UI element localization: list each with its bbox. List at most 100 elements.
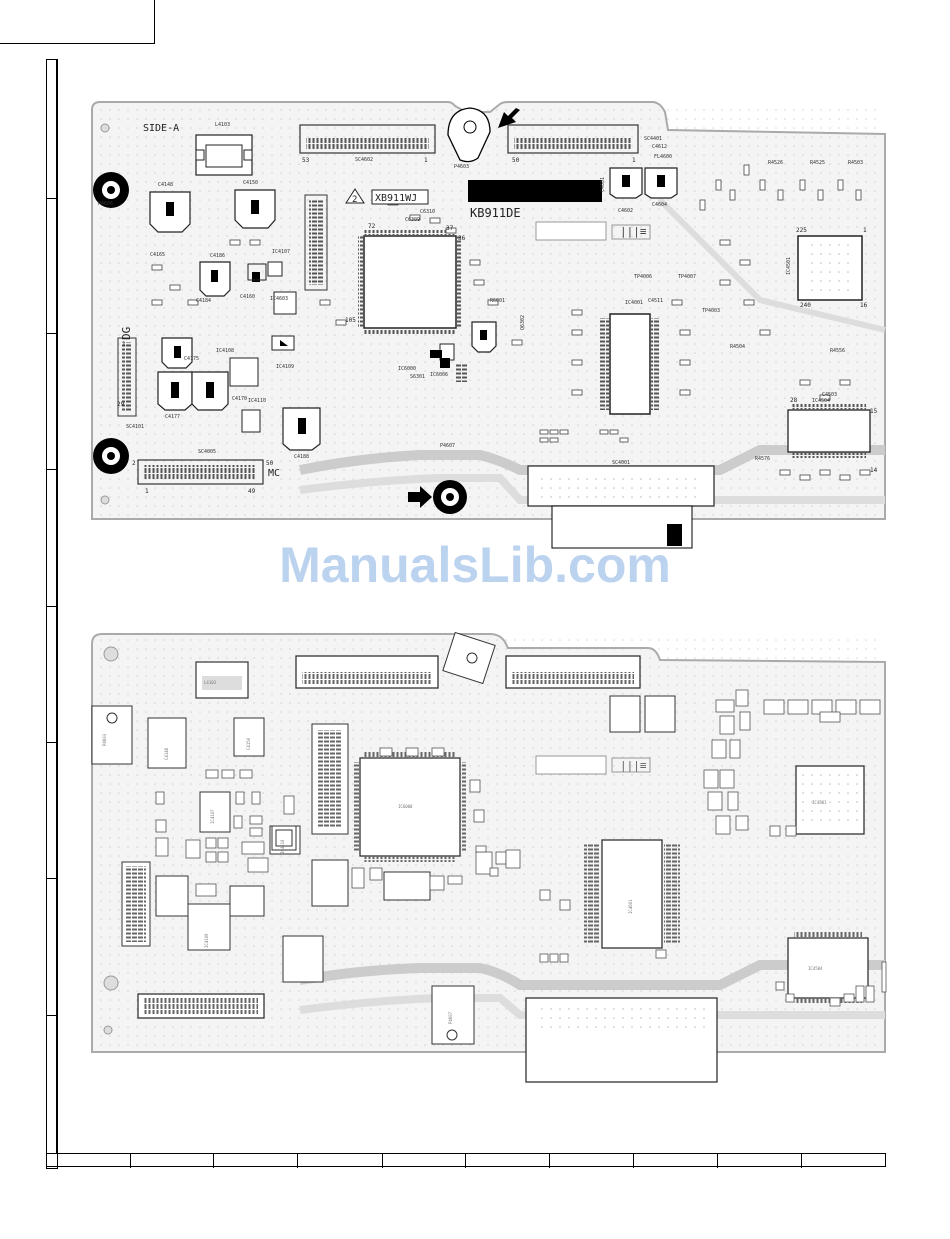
svg-text:C4165: C4165 xyxy=(150,252,165,258)
svg-text:50: 50 xyxy=(512,157,520,164)
row-tick xyxy=(46,878,56,879)
svg-text:|||≡: |||≡ xyxy=(620,225,647,238)
row-tick xyxy=(46,198,56,199)
svg-text:53: 53 xyxy=(302,157,310,164)
svg-text:P4603: P4603 xyxy=(102,733,107,746)
svg-text:C4150: C4150 xyxy=(243,180,258,186)
svg-text:C4150: C4150 xyxy=(246,737,251,750)
svg-text:SC4602: SC4602 xyxy=(355,157,373,163)
watermark: ManualsLib.com xyxy=(279,537,671,593)
svg-text:Q6302: Q6302 xyxy=(520,315,526,330)
page-corner-box xyxy=(0,0,155,44)
svg-text:L4103: L4103 xyxy=(215,122,230,128)
svg-text:|||≡: |||≡ xyxy=(620,759,647,772)
row-tick xyxy=(46,1015,56,1016)
svg-text:IC6006: IC6006 xyxy=(430,372,448,378)
svg-text:R4525: R4525 xyxy=(810,160,825,166)
svg-text:C4511: C4511 xyxy=(648,298,663,304)
svg-text:R4556: R4556 xyxy=(830,348,845,354)
svg-text:SC4401: SC4401 xyxy=(644,136,662,142)
svg-text:1: 1 xyxy=(424,157,428,164)
svg-text:105: 105 xyxy=(345,317,356,324)
row-tick xyxy=(46,333,56,334)
svg-text:15: 15 xyxy=(870,408,878,415)
svg-text:L4103: L4103 xyxy=(204,680,217,685)
row-tick xyxy=(46,606,56,607)
svg-text:IC4107: IC4107 xyxy=(210,809,215,824)
svg-text:R6001: R6001 xyxy=(490,298,505,304)
svg-text:C4175: C4175 xyxy=(184,356,199,362)
dg-label: DG xyxy=(120,327,133,340)
side-label: SIDE-A xyxy=(143,123,179,134)
svg-text:S6301: S6301 xyxy=(410,374,425,380)
pcb-code-prefix: 2 xyxy=(352,195,357,205)
svg-text:C4503: C4503 xyxy=(822,392,837,398)
svg-text:C6309: C6309 xyxy=(405,217,420,223)
svg-text:C4186: C4186 xyxy=(210,253,225,259)
svg-text:14: 14 xyxy=(870,467,878,474)
svg-text:R4526: R4526 xyxy=(768,160,783,166)
pcb-bottom-view: |||≡ P4603 xyxy=(91,631,887,1083)
svg-text:1: 1 xyxy=(632,157,636,164)
svg-text:C4601: C4601 xyxy=(600,177,606,192)
svg-text:TP4006: TP4006 xyxy=(634,274,652,280)
svg-text:TP4003: TP4003 xyxy=(702,308,720,314)
svg-text:IC4001: IC4001 xyxy=(628,899,633,914)
svg-text:2: 2 xyxy=(132,460,136,467)
svg-text:C4177: C4177 xyxy=(165,414,180,420)
svg-text:IC4001: IC4001 xyxy=(625,300,643,306)
svg-text:16: 16 xyxy=(860,302,868,309)
svg-text:R4503: R4503 xyxy=(848,160,863,166)
pcb-code: XB911WJ xyxy=(375,193,417,204)
svg-text:C4170: C4170 xyxy=(232,396,247,402)
left-margin-ruler xyxy=(46,59,58,1169)
svg-text:28: 28 xyxy=(790,397,798,404)
svg-text:IC4110: IC4110 xyxy=(248,398,266,404)
svg-text:36: 36 xyxy=(458,235,466,242)
svg-text:IC6000: IC6000 xyxy=(398,366,416,372)
svg-text:IC4504: IC4504 xyxy=(812,398,830,404)
svg-text:IC4107: IC4107 xyxy=(272,249,290,255)
row-tick xyxy=(46,742,56,743)
svg-text:C4602: C4602 xyxy=(618,208,633,214)
svg-text:C4604: C4604 xyxy=(652,202,667,208)
svg-text:C4184: C4184 xyxy=(196,298,211,304)
svg-text:1: 1 xyxy=(863,227,867,234)
svg-text:C6310: C6310 xyxy=(420,209,435,215)
row-tick xyxy=(46,469,56,470)
svg-text:SC4001: SC4001 xyxy=(612,460,630,466)
svg-text:IC4110: IC4110 xyxy=(280,839,285,854)
svg-text:IC4501: IC4501 xyxy=(812,800,827,805)
svg-text:49: 49 xyxy=(248,488,256,495)
svg-text:IC4109: IC4109 xyxy=(276,364,294,370)
svg-text:IC4108: IC4108 xyxy=(216,348,234,354)
svg-text:SC4101: SC4101 xyxy=(126,424,144,430)
svg-text:FL4600: FL4600 xyxy=(654,154,672,160)
svg-text:SC4005: SC4005 xyxy=(198,449,216,455)
svg-text:37: 37 xyxy=(446,225,454,232)
svg-text:P4607: P4607 xyxy=(440,443,455,449)
board-number: KB911DE xyxy=(470,206,521,220)
svg-text:240: 240 xyxy=(800,302,811,309)
svg-text:P4606: P4606 xyxy=(98,201,113,207)
svg-text:1: 1 xyxy=(122,341,126,348)
svg-text:IC4504: IC4504 xyxy=(808,966,823,971)
svg-text:225: 225 xyxy=(796,227,807,234)
svg-text:IC4501: IC4501 xyxy=(786,257,792,275)
bottom-margin-ruler xyxy=(46,1153,886,1168)
svg-text:72: 72 xyxy=(368,223,376,230)
svg-text:C4148: C4148 xyxy=(164,747,169,760)
svg-text:R4576: R4576 xyxy=(755,456,770,462)
svg-text:IC4109: IC4109 xyxy=(204,933,209,948)
svg-text:IC4603: IC4603 xyxy=(270,296,288,302)
svg-text:C4188: C4188 xyxy=(294,454,309,460)
svg-text:1: 1 xyxy=(145,488,149,495)
svg-text:IC6000: IC6000 xyxy=(398,804,413,809)
svg-text:29: 29 xyxy=(117,401,125,408)
svg-text:C4612: C4612 xyxy=(652,144,667,150)
svg-text:P4607: P4607 xyxy=(448,1011,453,1024)
svg-text:C4160: C4160 xyxy=(240,294,255,300)
inner-frame-line xyxy=(56,59,57,1153)
svg-text:P4603: P4603 xyxy=(454,164,469,170)
svg-text:R4504: R4504 xyxy=(730,344,745,350)
